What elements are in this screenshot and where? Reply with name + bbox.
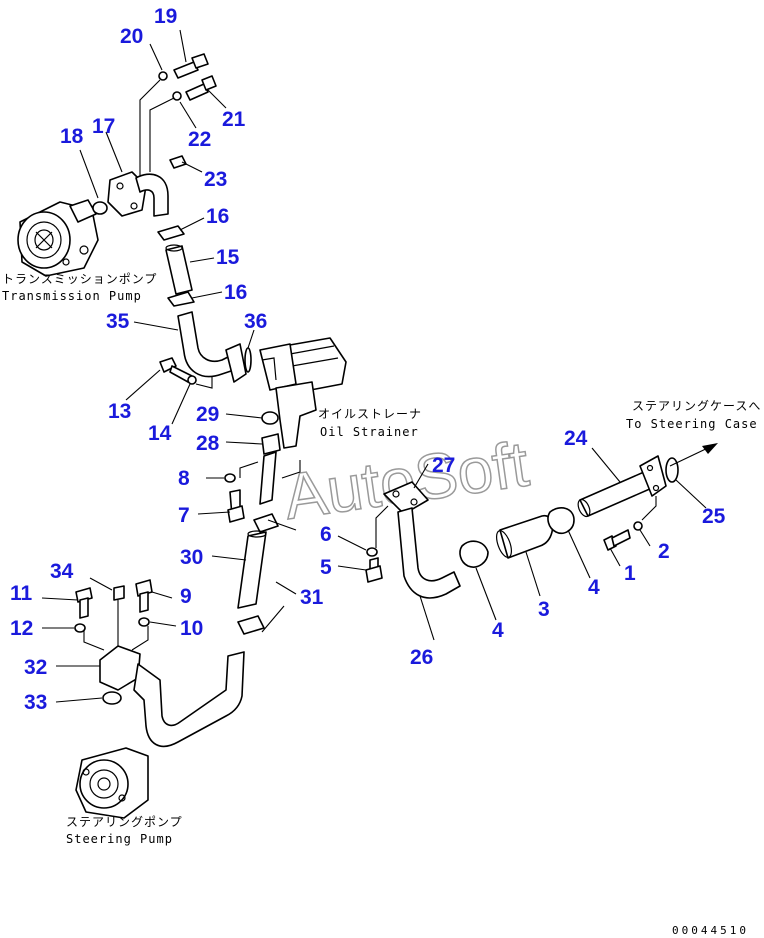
part-number-35: 35 bbox=[106, 310, 130, 333]
washer-8 bbox=[224, 473, 236, 483]
part-number-7: 7 bbox=[178, 504, 190, 527]
part-number-31: 31 bbox=[300, 586, 324, 609]
part-number-1: 1 bbox=[624, 562, 636, 585]
clamp-31-lower bbox=[237, 615, 265, 635]
part-number-3: 3 bbox=[538, 598, 550, 621]
clamp-4-left bbox=[459, 540, 489, 568]
part-number-24: 24 bbox=[564, 427, 588, 450]
washer-20 bbox=[158, 71, 168, 81]
part-number-15: 15 bbox=[216, 246, 240, 269]
o-ring-36 bbox=[244, 347, 252, 373]
part-number-10: 10 bbox=[180, 617, 203, 640]
part-number-27: 27 bbox=[432, 454, 455, 477]
bolt-23 bbox=[169, 155, 187, 169]
part-number-32: 32 bbox=[24, 656, 47, 679]
part-number-18: 18 bbox=[60, 125, 84, 148]
part-number-20: 20 bbox=[120, 25, 143, 48]
part-number-14: 14 bbox=[148, 422, 172, 445]
o-ring-25 bbox=[665, 457, 679, 483]
part-number-29: 29 bbox=[196, 403, 219, 426]
oil-strainer-label-jp: オイルストレーナ bbox=[318, 407, 422, 421]
elbow-32 bbox=[99, 645, 245, 748]
part-number-13: 13 bbox=[108, 400, 131, 423]
part-number-5: 5 bbox=[320, 556, 332, 579]
part-number-19: 19 bbox=[154, 5, 177, 28]
plug-34 bbox=[113, 585, 125, 601]
part-number-16a: 16 bbox=[206, 205, 229, 228]
part-number-34: 34 bbox=[50, 560, 74, 583]
o-ring-33 bbox=[102, 691, 122, 705]
hose-3 bbox=[496, 514, 554, 559]
bolt-1 bbox=[603, 529, 631, 551]
tube-24 bbox=[577, 455, 667, 518]
hose-30 bbox=[237, 530, 267, 609]
transmission-pump-label-jp: トランスミッションポンプ bbox=[2, 272, 157, 286]
washer-22 bbox=[172, 91, 182, 101]
clamp-16-upper bbox=[157, 225, 185, 241]
part-number-23: 23 bbox=[204, 168, 227, 191]
bolt-7 bbox=[227, 489, 245, 523]
bolt-13 bbox=[159, 357, 193, 383]
leader-lines bbox=[41, 29, 707, 703]
tube-26 bbox=[383, 481, 461, 599]
part-number-12: 12 bbox=[10, 617, 33, 640]
clamp-31-upper bbox=[253, 513, 279, 533]
part-number-26: 26 bbox=[410, 646, 433, 669]
washer-6 bbox=[366, 547, 378, 557]
tube-35 bbox=[177, 311, 247, 383]
part-number-21: 21 bbox=[222, 108, 246, 131]
part-number-6: 6 bbox=[320, 523, 332, 546]
washer-12 bbox=[74, 623, 86, 633]
arrow-to-steering-case bbox=[669, 443, 718, 467]
part-number-30: 30 bbox=[180, 546, 203, 569]
oil-strainer bbox=[259, 337, 347, 449]
elbow-17 bbox=[107, 171, 169, 217]
part-number-9: 9 bbox=[180, 585, 192, 608]
clamp-16-lower bbox=[167, 291, 195, 307]
part-numbers: 19 20 21 22 17 18 23 16 15 16 35 36 13 1… bbox=[10, 5, 726, 714]
bolt-11 bbox=[75, 587, 93, 619]
part-number-4a: 4 bbox=[492, 619, 504, 642]
part-number-11: 11 bbox=[10, 582, 33, 605]
o-ring-29 bbox=[261, 411, 279, 425]
adapter-28 bbox=[259, 433, 281, 505]
washer-14 bbox=[187, 375, 197, 385]
o-ring-18 bbox=[92, 201, 108, 215]
drawing-code: 00044510 bbox=[672, 924, 749, 937]
part-number-17: 17 bbox=[92, 115, 115, 138]
steering-case-label-en: To Steering Case bbox=[626, 417, 758, 431]
part-number-25: 25 bbox=[702, 505, 726, 528]
steering-pump-label-jp: ステアリングポンプ bbox=[66, 815, 183, 829]
steering-pump-label-en: Steering Pump bbox=[66, 832, 173, 846]
bolt-19 bbox=[173, 53, 209, 79]
part-number-4b: 4 bbox=[588, 576, 600, 599]
part-number-22: 22 bbox=[188, 128, 211, 151]
part-number-36: 36 bbox=[244, 310, 267, 333]
clamp-4-right bbox=[547, 507, 575, 535]
steering-case-label-jp: ステアリングケースへ bbox=[632, 399, 761, 413]
bolt-21 bbox=[185, 75, 217, 101]
part-number-33: 33 bbox=[24, 691, 47, 714]
transmission-pump-label-en: Transmission Pump bbox=[2, 289, 142, 303]
part-number-16b: 16 bbox=[224, 281, 247, 304]
part-number-2: 2 bbox=[658, 540, 670, 563]
bolt-9 bbox=[135, 579, 153, 613]
steering-pump bbox=[75, 747, 149, 819]
washer-10 bbox=[138, 617, 150, 627]
hose-15 bbox=[165, 244, 193, 295]
bolt-5 bbox=[365, 557, 383, 583]
part-number-8: 8 bbox=[178, 467, 190, 490]
transmission-pump bbox=[17, 199, 99, 277]
part-number-28: 28 bbox=[196, 432, 220, 455]
washer-2 bbox=[633, 521, 643, 531]
oil-strainer-label-en: Oil Strainer bbox=[320, 425, 419, 439]
